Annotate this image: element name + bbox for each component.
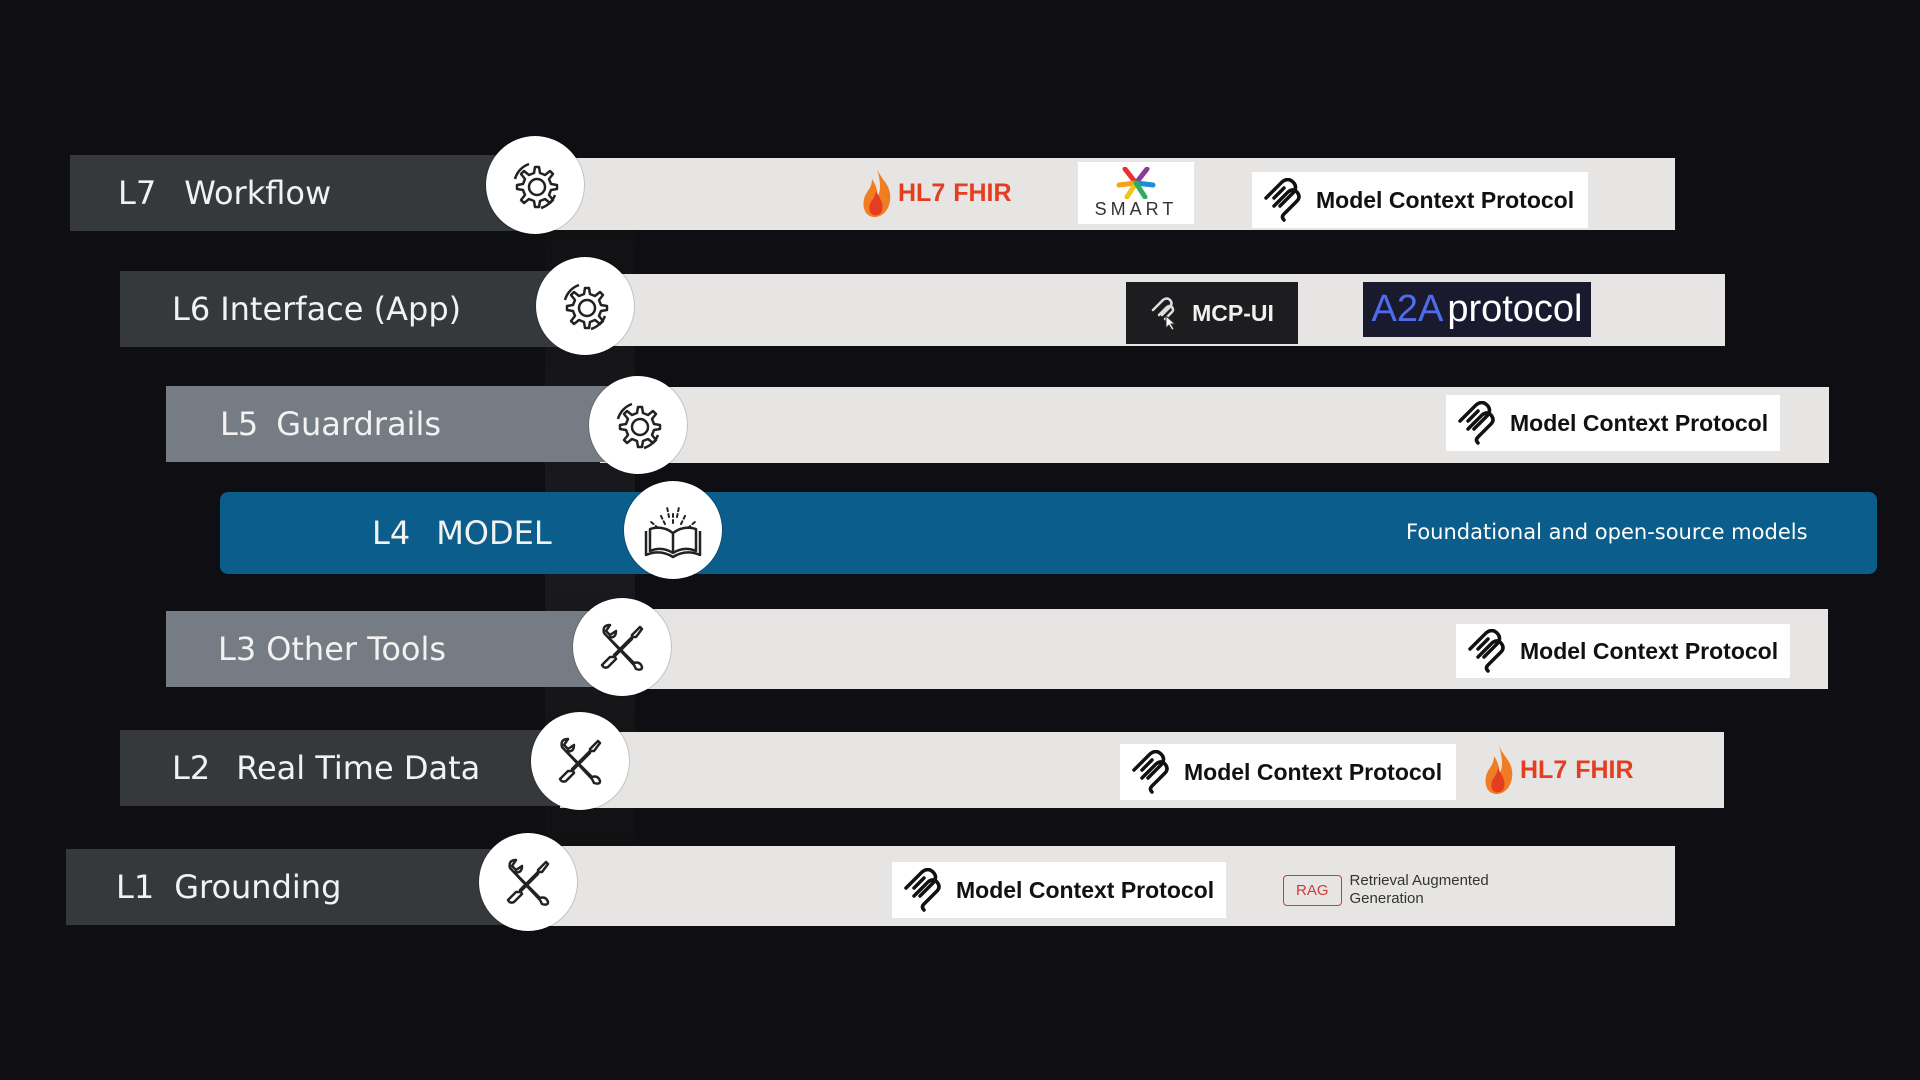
layer-l6-icon-circle <box>536 257 634 355</box>
layer-l7-label: L7 Workflow <box>70 155 530 231</box>
smart-star-icon <box>1116 166 1156 199</box>
mcp-logo: Model Context Protocol <box>892 862 1226 918</box>
layer-code: L1 <box>116 868 155 906</box>
layer-l7-icon-circle <box>486 136 584 234</box>
mcp-icon <box>1468 629 1505 673</box>
layer-code: L5 <box>220 405 259 443</box>
flame-icon <box>1485 746 1513 794</box>
layer-l6-label: L6 Interface (App) <box>120 271 580 347</box>
mcp-logo: Model Context Protocol <box>1456 624 1790 678</box>
layer-l2-icon-circle <box>531 712 629 810</box>
gear-icon <box>513 162 559 210</box>
layer-l2-label: L2 Real Time Data <box>120 730 580 806</box>
layer-l1-label: L1 Grounding <box>66 849 526 925</box>
rag-badge: RAG <box>1283 874 1342 906</box>
model-description: Foundational and open-source models <box>1406 520 1808 544</box>
mcp-label: Model Context Protocol <box>1520 637 1779 664</box>
layer-name: Workflow <box>184 174 332 212</box>
rag-description: Retrieval Augmented Generation <box>1349 872 1489 907</box>
layer-l4-bar <box>220 492 1877 574</box>
layer-l5-icon-circle <box>589 376 687 474</box>
mcp-icon <box>1458 401 1495 445</box>
layer-l4-label: L4 MODEL <box>220 492 640 574</box>
protocol-label: protocol <box>1447 288 1583 330</box>
mcp-ui-label: MCP-UI <box>1192 299 1274 326</box>
mcp-label: Model Context Protocol <box>956 876 1215 903</box>
layer-name: Guardrails <box>276 405 441 443</box>
layer-l3-icon-circle <box>573 598 671 696</box>
layer-l4-icon-circle <box>624 481 722 579</box>
fhir-label: FHIR <box>1575 755 1634 784</box>
mcp-logo: Model Context Protocol <box>1252 172 1588 228</box>
hl7-label: HL7 <box>898 178 946 207</box>
mcp-icon <box>904 868 941 912</box>
layer-name: Interface (App) <box>220 290 462 328</box>
smart-label: SMART <box>1094 198 1178 219</box>
hl7-label: HL7 <box>1520 755 1568 784</box>
layer-code: L7 <box>118 174 157 212</box>
layer-l5-label: L5 Guardrails <box>166 386 616 462</box>
mcp-label: Model Context Protocol <box>1316 186 1575 213</box>
mcp-ui-icon <box>1151 297 1177 330</box>
layer-l1-icon-circle <box>479 833 577 931</box>
tools-icon <box>600 623 644 671</box>
layer-code: L2 <box>172 749 211 787</box>
fhir-label: FHIR <box>953 178 1012 207</box>
gear-icon <box>616 402 662 450</box>
mcp-icon <box>1132 750 1169 794</box>
layer-code: L4 <box>372 514 411 552</box>
mcp-logo: Model Context Protocol <box>1120 744 1456 800</box>
layer-code: L6 <box>172 290 211 328</box>
mcp-ui-logo: MCP-UI <box>1126 282 1298 344</box>
layer-name: Other Tools <box>266 630 447 668</box>
flame-icon <box>863 169 891 217</box>
gear-icon <box>563 283 609 331</box>
mcp-icon <box>1264 178 1301 222</box>
mcp-label: Model Context Protocol <box>1510 409 1769 436</box>
mcp-logo: Model Context Protocol <box>1446 395 1780 451</box>
layer-name: MODEL <box>436 514 552 552</box>
layer-code: L3 <box>218 630 257 668</box>
rag-logo: RAG Retrieval Augmented Generation <box>1283 872 1520 908</box>
layer-l3-label: L3 Other Tools <box>166 611 606 687</box>
open-book-icon <box>644 506 702 559</box>
tools-icon <box>558 737 602 785</box>
a2a-label: A2A <box>1371 288 1444 330</box>
tools-icon <box>506 858 550 906</box>
smart-logo: SMART <box>1078 162 1194 224</box>
layer-name: Real Time Data <box>236 749 481 787</box>
mcp-label: Model Context Protocol <box>1184 758 1443 785</box>
layer-name: Grounding <box>174 868 342 906</box>
